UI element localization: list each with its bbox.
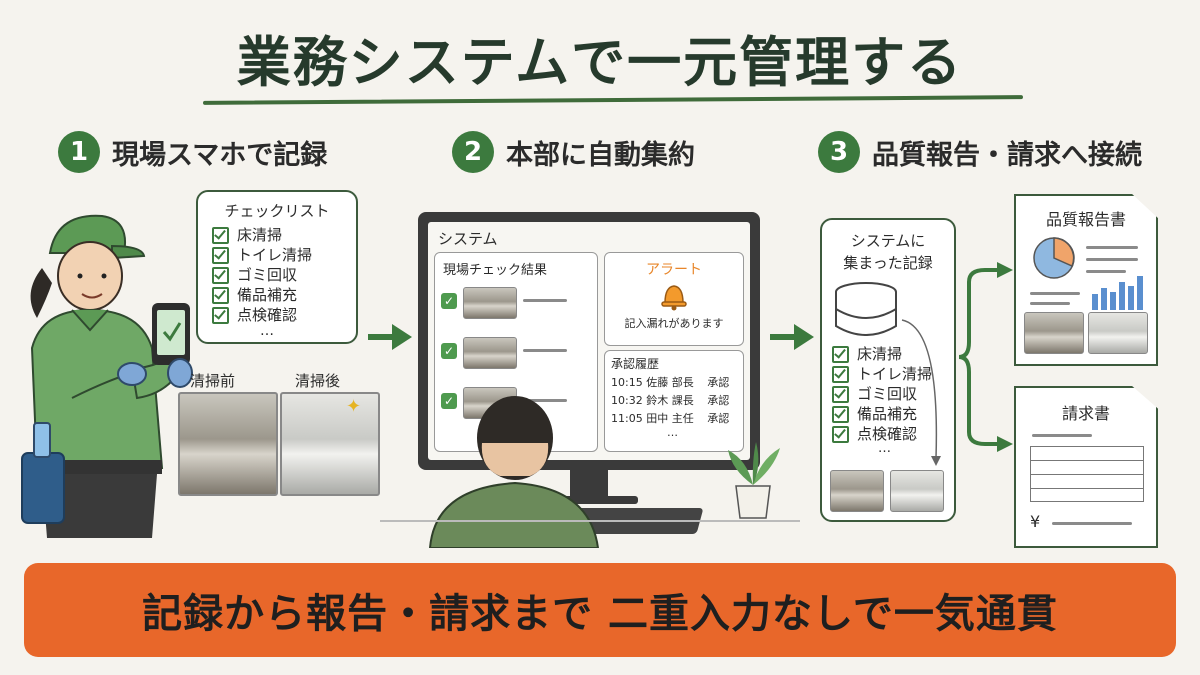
check-results-title: 現場チェック結果 (443, 263, 548, 278)
checkbox-checked-icon (832, 405, 849, 423)
arrow-right-icon (368, 324, 412, 350)
report-photo (1088, 312, 1148, 354)
record-item: ゴミ回収 (832, 384, 954, 404)
records-list: 床清掃 トイレ清掃 ゴミ回収 備品補充 点検確認 (832, 344, 954, 444)
report-photo (1024, 312, 1084, 354)
result-photo (463, 287, 517, 319)
step-1-header: 1 現場スマホで記録 (58, 131, 327, 173)
after-cleaning-photo (280, 392, 380, 496)
history-row: 11:05 田中 主任 承認 (611, 412, 730, 425)
after-label: 清掃後 (295, 372, 341, 390)
records-more: … (878, 441, 891, 456)
checkbox-checked-icon (832, 365, 849, 383)
step-2-label: 本部に自動集約 (506, 139, 695, 171)
step-1-number: 1 (58, 131, 100, 173)
step-3-number: 3 (818, 131, 860, 173)
record-item: 備品補充 (832, 404, 954, 424)
step-3-label: 品質報告・請求へ接続 (872, 139, 1142, 171)
flow-curve-arrow (901, 319, 941, 466)
sparkle-icon: ✦ (346, 396, 362, 417)
yen-symbol: ¥ (1030, 512, 1041, 531)
monitor-base (540, 496, 638, 504)
record-photo (830, 470, 884, 512)
approval-history-title: 承認履歴 (611, 357, 660, 371)
checklist-item: 床清掃 (212, 225, 356, 245)
step-2-number: 2 (452, 131, 494, 173)
checkbox-checked-icon (832, 345, 849, 363)
history-row: 10:15 佐藤 部長 承認 (611, 376, 730, 389)
checkbox-checked-icon (832, 425, 849, 443)
checklist-item: トイレ清掃 (212, 245, 356, 265)
result-photo (463, 337, 517, 369)
history-row: 10:32 鈴木 課長 承認 (611, 394, 730, 407)
checkbox-checked-icon (212, 246, 229, 264)
page-title: 業務システムで一元管理する (236, 31, 964, 94)
step-3-header: 3 品質報告・請求へ接続 (818, 131, 1142, 173)
desk-line (380, 520, 800, 522)
invoice-table (1030, 446, 1144, 502)
alert-message: 記入漏れがあります (624, 317, 724, 330)
monitor-stand (570, 470, 608, 498)
before-label: 清掃前 (190, 372, 236, 390)
arrow-right-icon (770, 324, 814, 350)
checklist-item: 点検確認 (212, 305, 356, 325)
checklist-bubble: チェックリスト 床清掃 トイレ清掃 ゴミ回収 備品補充 点検確認 … (196, 190, 358, 344)
checklist-item: 備品補充 (212, 285, 356, 305)
check-icon: ✓ (441, 343, 457, 359)
collected-records-card: システムに 集まった記録 床清掃 トイレ清掃 ゴミ回収 備品補充 点検確認 … (820, 218, 956, 522)
record-photo (890, 470, 944, 512)
field-worker-illustration (21, 214, 193, 538)
before-cleaning-photo (178, 392, 278, 496)
alert-panel: アラート 記入漏れがあります (604, 252, 744, 346)
checklist-item: ゴミ回収 (212, 265, 356, 285)
monitor: システム 現場チェック結果 ✓ ✓ ✓ アラート (418, 212, 760, 470)
bell-icon (661, 285, 687, 311)
pie-chart-icon (1033, 237, 1075, 279)
invoice-document: 請求書 ¥ (1014, 386, 1158, 548)
checklist: 床清掃 トイレ清掃 ゴミ回収 備品補充 点検確認 (212, 225, 356, 325)
checklist-title: チェックリスト (224, 202, 330, 220)
record-item: 点検確認 (832, 424, 954, 444)
database-icon (835, 282, 897, 336)
record-item: トイレ清掃 (832, 364, 954, 384)
checkbox-checked-icon (212, 266, 229, 284)
branch-arrows-icon (958, 262, 1013, 452)
checkbox-checked-icon (832, 385, 849, 403)
alert-title: アラート (646, 262, 702, 278)
plant-icon (728, 442, 780, 519)
check-icon: ✓ (441, 293, 457, 309)
checkbox-checked-icon (212, 306, 229, 324)
checklist-more: … (260, 323, 274, 339)
bar-chart-icon (1092, 276, 1143, 310)
records-title: システムに 集まった記録 (843, 232, 933, 272)
step-2-header: 2 本部に自動集約 (452, 131, 695, 173)
system-title: システム (438, 230, 498, 248)
quality-report-title: 品質報告書 (1045, 210, 1126, 229)
record-item: 床清掃 (832, 344, 954, 364)
summary-banner: 記録から報告・請求まで 二重入力なしで一気通貫 (24, 563, 1176, 657)
approval-history-list: 10:15 佐藤 部長 承認 10:32 鈴木 課長 承認 11:05 田中 主… (611, 374, 743, 438)
quality-report-document: 品質報告書 (1014, 194, 1158, 366)
approval-history-panel: 承認履歴 10:15 佐藤 部長 承認 10:32 鈴木 課長 承認 11:05… (604, 350, 744, 452)
checkbox-checked-icon (212, 286, 229, 304)
step-1-label: 現場スマホで記録 (112, 139, 328, 171)
invoice-title: 請求書 (1061, 404, 1110, 423)
checkbox-checked-icon (212, 226, 229, 244)
office-worker-illustration (428, 396, 600, 548)
check-icon: ✓ (441, 393, 457, 409)
